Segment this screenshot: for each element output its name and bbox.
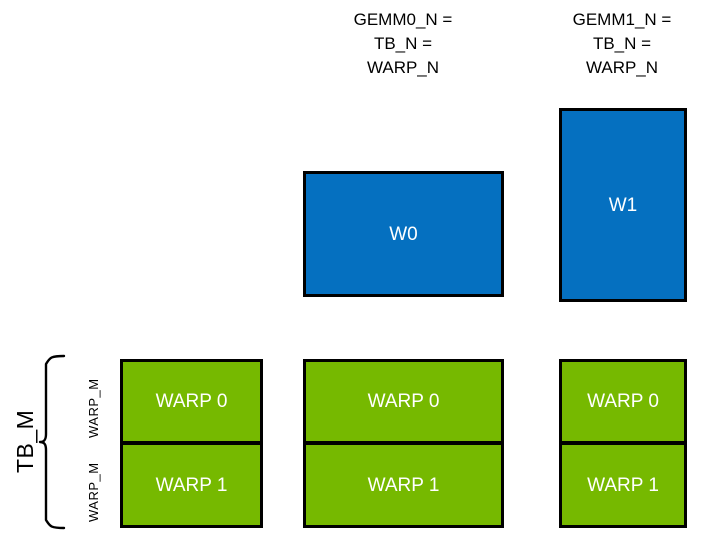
column-header-gemm0: GEMM0_N = TB_N = WARP_N [353, 10, 453, 77]
green-tile-col2-warp1: WARP 1 [559, 442, 687, 528]
axis-label-warp-m-top: WARP_M [86, 378, 101, 438]
axis-label-tb-m: TB_M [12, 409, 38, 473]
green-tile-col2-warp0: WARP 0 [559, 359, 687, 444]
green-tile-col0-warp1: WARP 1 [120, 442, 263, 528]
tb-m-bracket [38, 354, 68, 530]
axis-label-warp-m-bottom: WARP_M [86, 462, 101, 522]
green-tile-col0-warp0: WARP 0 [120, 359, 263, 444]
column-header-gemm1: GEMM1_N = TB_N = WARP_N [572, 10, 672, 77]
blue-tile-w1: W1 [559, 108, 687, 302]
blue-tile-w0: W0 [303, 171, 504, 297]
green-tile-col1-warp1: WARP 1 [303, 442, 504, 528]
green-tile-col1-warp0: WARP 0 [303, 359, 504, 444]
